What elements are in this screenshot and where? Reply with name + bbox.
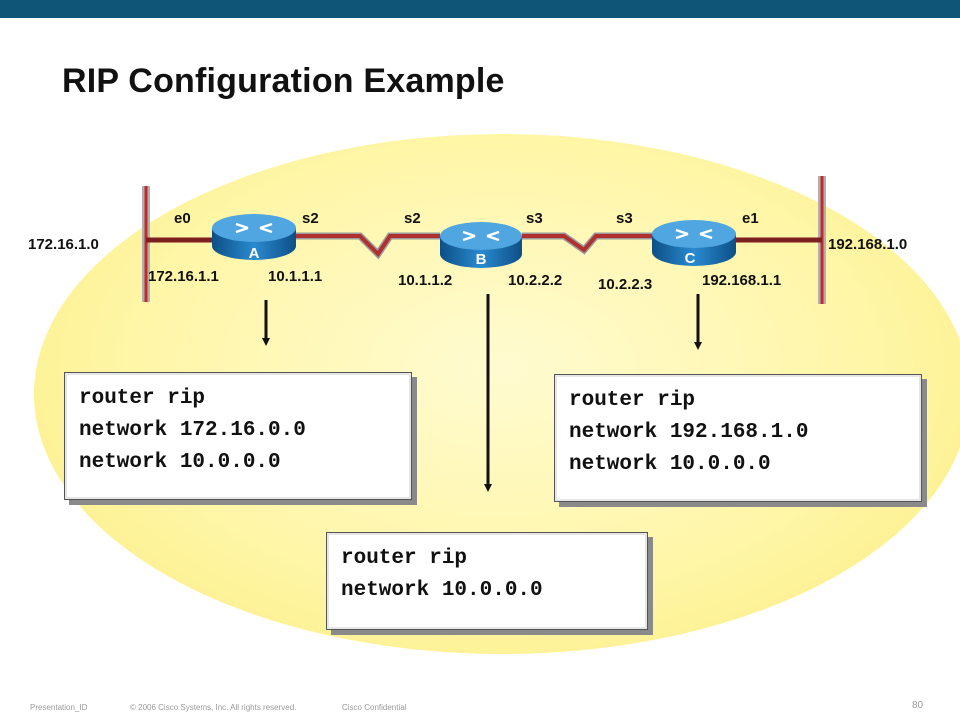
router-c-config-box: router rip network 192.168.1.0 network 1… (554, 374, 922, 502)
router-b-interface-s2: s2 (404, 210, 421, 227)
config-line: router rip (341, 547, 468, 570)
config-line: router rip (79, 387, 206, 410)
router-c-label: C (684, 250, 696, 267)
router-b-ip-left: 10.1.1.2 (398, 272, 453, 289)
network-right-label: 192.168.1.0 (828, 236, 908, 253)
top-bar (0, 0, 960, 18)
config-line: network 10.0.0.0 (79, 451, 281, 474)
router-a-ip-left: 172.16.1.1 (148, 268, 219, 285)
router-a-interface-e0: e0 (174, 210, 191, 227)
footer-confidential: Cisco Confidential (342, 703, 407, 712)
config-line: network 10.0.0.0 (569, 453, 771, 476)
serial-link-a-b (296, 232, 440, 260)
router-c-ip-right: 192.168.1.1 (702, 272, 782, 289)
router-a-ip-right: 10.1.1.1 (268, 268, 323, 285)
router-b-label: B (475, 251, 487, 268)
page-number: 80 (912, 700, 924, 711)
router-b-ip-right: 10.2.2.2 (508, 272, 563, 289)
router-c-interface-s3: s3 (616, 210, 633, 227)
router-c-interface-e1: e1 (742, 210, 759, 227)
router-b-config-box: router rip network 10.0.0.0 (326, 532, 648, 630)
router-a-label: A (248, 245, 260, 262)
config-line: network 172.16.0.0 (79, 419, 306, 442)
serial-link-b-c (522, 232, 652, 255)
router-c-ip-left: 10.2.2.3 (598, 276, 653, 293)
router-c-icon (652, 220, 736, 266)
router-b-icon (440, 222, 522, 268)
config-line: network 192.168.1.0 (569, 421, 809, 444)
router-a-icon (212, 214, 296, 260)
router-b-interface-s3: s3 (526, 210, 543, 227)
footer-presentation-id: Presentation_ID (30, 703, 88, 712)
router-a-interface-s2: s2 (302, 210, 319, 227)
network-left-label: 172.16.1.0 (28, 236, 99, 253)
router-a-config-box: router rip network 172.16.0.0 network 10… (64, 372, 412, 500)
slide-title: RIP Configuration Example (62, 62, 505, 100)
config-line: network 10.0.0.0 (341, 579, 543, 602)
config-line: router rip (569, 389, 696, 412)
footer-copyright: © 2006 Cisco Systems, Inc. All rights re… (130, 703, 297, 712)
